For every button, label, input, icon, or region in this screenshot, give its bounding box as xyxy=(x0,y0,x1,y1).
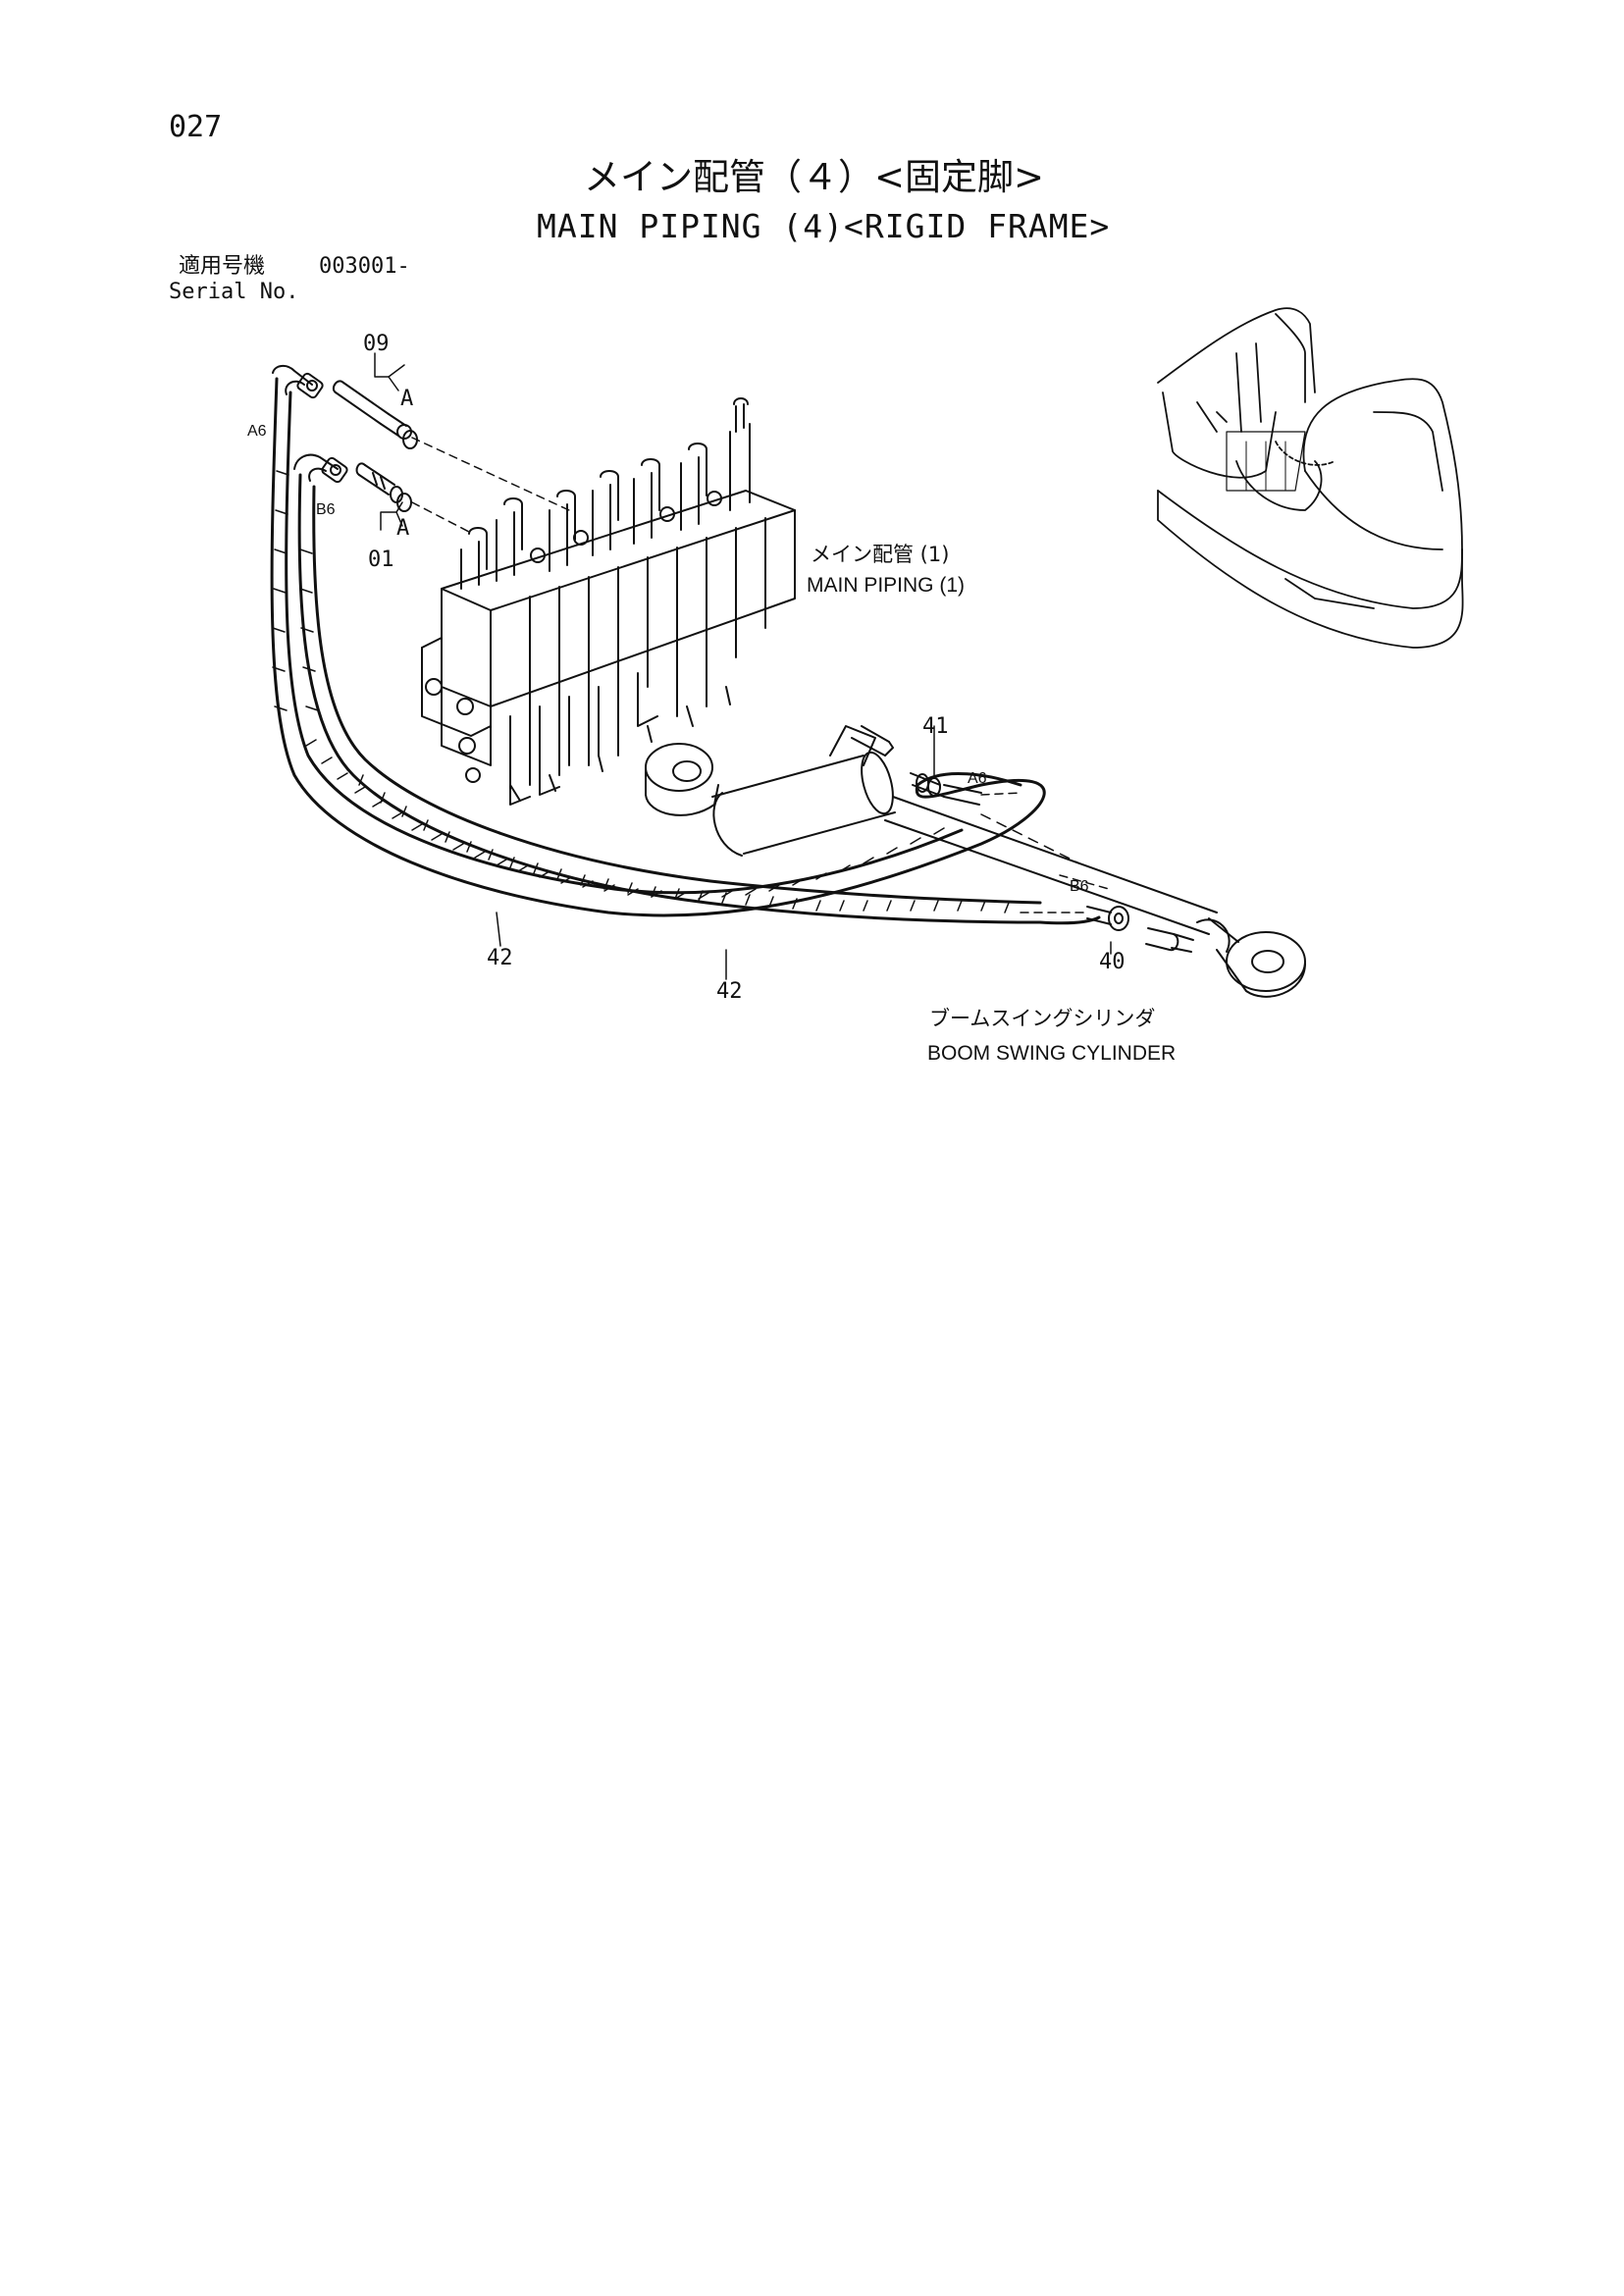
callout-leaders-bottom xyxy=(497,913,726,979)
serial-number-value: 003001- xyxy=(319,254,410,279)
adapter-01 xyxy=(357,463,411,511)
callout-01: 01 xyxy=(368,548,394,572)
callout-40: 40 xyxy=(1099,950,1126,974)
callout-09: 09 xyxy=(363,332,390,356)
port-label-b6-right: B6 xyxy=(1070,878,1089,895)
main-piping-label-japanese: メイン配管 (1) xyxy=(811,543,950,566)
control-valve xyxy=(422,398,795,805)
page-title-english: MAIN PIPING (4)<RIGID FRAME> xyxy=(537,207,1111,245)
port-label-a6-left: A6 xyxy=(247,423,267,440)
callout-42-left: 42 xyxy=(487,946,513,970)
hose-fitting-b6 xyxy=(294,455,348,484)
page-title-japanese: メイン配管（４）<固定脚> xyxy=(584,156,1045,198)
callout-42-right: 42 xyxy=(716,979,743,1004)
callout-41: 41 xyxy=(922,714,949,739)
serial-label-japanese: 適用号機 xyxy=(179,254,266,279)
page-number: 027 xyxy=(169,110,223,144)
boom-swing-cylinder xyxy=(646,726,1305,997)
machine-inset xyxy=(1158,308,1463,648)
boom-cylinder-label-japanese: ブームスイングシリンダ xyxy=(929,1007,1156,1030)
callout-a-top: A xyxy=(400,387,414,411)
hose-42-b6 xyxy=(299,475,1099,923)
callout-a-bottom: A xyxy=(396,516,410,541)
serial-label-english: Serial No. xyxy=(169,280,299,304)
fitting-40 xyxy=(1087,907,1193,954)
hose-42-a6 xyxy=(272,379,1044,915)
fitting-41 xyxy=(911,726,981,805)
boom-cylinder-label-english: BOOM SWING CYLINDER xyxy=(927,1042,1177,1065)
port-label-a6-right: A6 xyxy=(968,770,987,787)
main-piping-label-english: MAIN PIPING (1) xyxy=(807,574,966,597)
callout-leaders-left xyxy=(375,353,569,532)
port-label-b6-left: B6 xyxy=(316,501,336,518)
connection-lines xyxy=(981,793,1109,913)
hose-spiral-guard xyxy=(273,471,1009,913)
hose-fitting-a6 xyxy=(273,366,324,399)
